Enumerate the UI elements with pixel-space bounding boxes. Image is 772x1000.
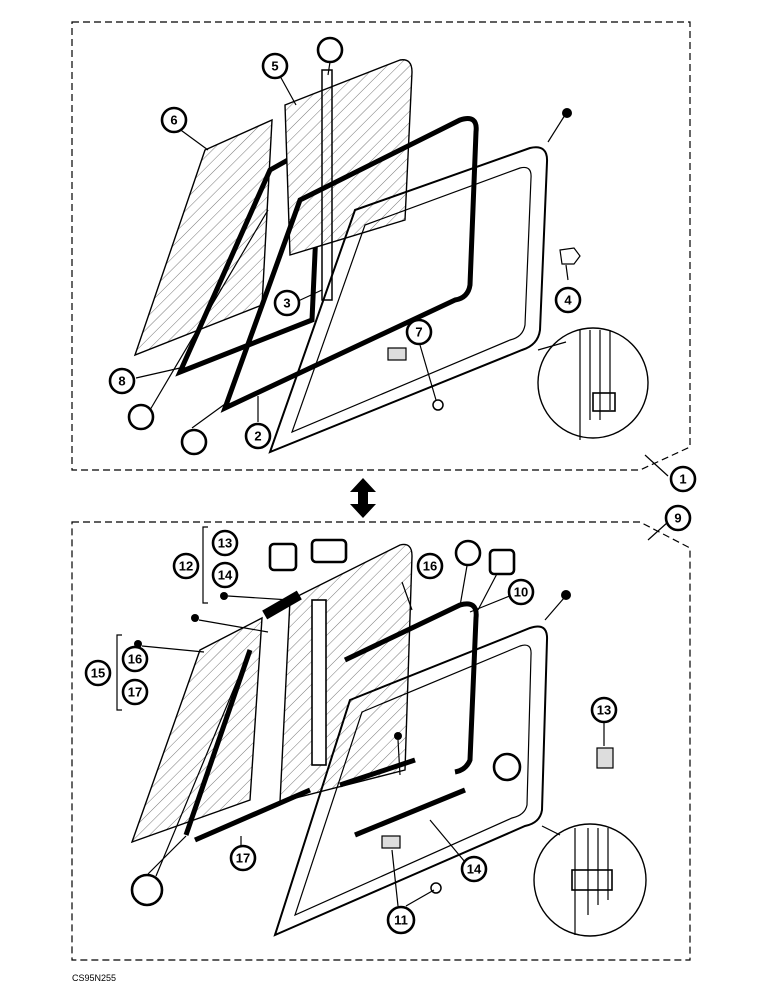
svg-text:1: 1 xyxy=(679,472,686,487)
profile-symbols xyxy=(127,36,522,907)
frame-10 xyxy=(343,601,479,775)
callout-5: 5 xyxy=(261,52,289,80)
glass-pane-back xyxy=(279,543,413,803)
svg-text:13: 13 xyxy=(218,536,232,551)
callout-10: 10 xyxy=(507,578,535,606)
svg-text:12: 12 xyxy=(179,559,193,574)
frame-2 xyxy=(220,116,479,413)
callout-14: 14 xyxy=(460,855,488,883)
detail-view-top xyxy=(537,327,649,439)
svg-text:14: 14 xyxy=(467,862,482,877)
callout-7: 7 xyxy=(405,318,433,346)
callout-13-bracket: 13 xyxy=(211,529,239,557)
svg-text:4: 4 xyxy=(564,293,572,308)
bracket-15 xyxy=(116,634,122,711)
drawing-code: CS95N255 xyxy=(72,973,117,983)
callout-12: 12 xyxy=(172,552,200,580)
svg-text:9: 9 xyxy=(674,511,681,526)
callout-4: 4 xyxy=(554,286,582,314)
seal-left xyxy=(183,649,253,836)
bracket-12 xyxy=(202,526,208,604)
double-arrow xyxy=(350,478,376,518)
clip-13 xyxy=(596,747,614,769)
outer-frame-bottom xyxy=(273,625,549,937)
strip-small xyxy=(262,590,302,620)
outer-frame-top xyxy=(268,146,549,454)
svg-text:16: 16 xyxy=(128,652,142,667)
callout-11: 11 xyxy=(386,905,416,935)
svg-text:13: 13 xyxy=(597,703,611,718)
svg-text:5: 5 xyxy=(271,59,278,74)
screw-7 xyxy=(432,399,444,411)
strip-17 xyxy=(194,787,311,843)
svg-text:17: 17 xyxy=(128,685,142,700)
svg-text:10: 10 xyxy=(514,585,528,600)
clip-4 xyxy=(559,247,581,265)
top-panel-border xyxy=(71,21,691,471)
callout-6: 6 xyxy=(160,106,188,134)
clip-part xyxy=(387,347,407,361)
callout-2: 2 xyxy=(244,422,272,450)
callout-17-bracket: 17 xyxy=(121,678,149,706)
svg-text:15: 15 xyxy=(91,666,105,681)
svg-text:17: 17 xyxy=(236,851,250,866)
callout-16-bracket: 16 xyxy=(121,645,149,673)
strip-14 xyxy=(354,787,466,838)
clip-part-bottom xyxy=(381,835,401,849)
callout-3: 3 xyxy=(273,289,301,317)
glass-pane-5 xyxy=(284,59,413,256)
svg-text:3: 3 xyxy=(283,296,290,311)
svg-text:2: 2 xyxy=(254,429,261,444)
callout-8: 8 xyxy=(108,367,136,395)
callout-1: 1 xyxy=(669,465,697,493)
svg-text:6: 6 xyxy=(170,113,177,128)
strip-vertical xyxy=(311,599,327,766)
callout-9: 9 xyxy=(664,504,692,532)
callout-16: 16 xyxy=(416,552,444,580)
strip-mid xyxy=(339,757,416,788)
callout-17: 17 xyxy=(229,844,257,872)
svg-text:11: 11 xyxy=(394,913,408,928)
svg-text:7: 7 xyxy=(415,325,422,340)
glass-pane-15 xyxy=(130,616,263,844)
callout-13: 13 xyxy=(590,696,618,724)
callout-14-bracket: 14 xyxy=(211,561,239,589)
bottom-panel-border xyxy=(71,521,691,961)
svg-text:8: 8 xyxy=(118,374,125,389)
svg-text:16: 16 xyxy=(423,559,437,574)
svg-text:14: 14 xyxy=(218,568,233,583)
callout-15: 15 xyxy=(84,659,112,687)
detail-view-bottom xyxy=(533,823,647,937)
